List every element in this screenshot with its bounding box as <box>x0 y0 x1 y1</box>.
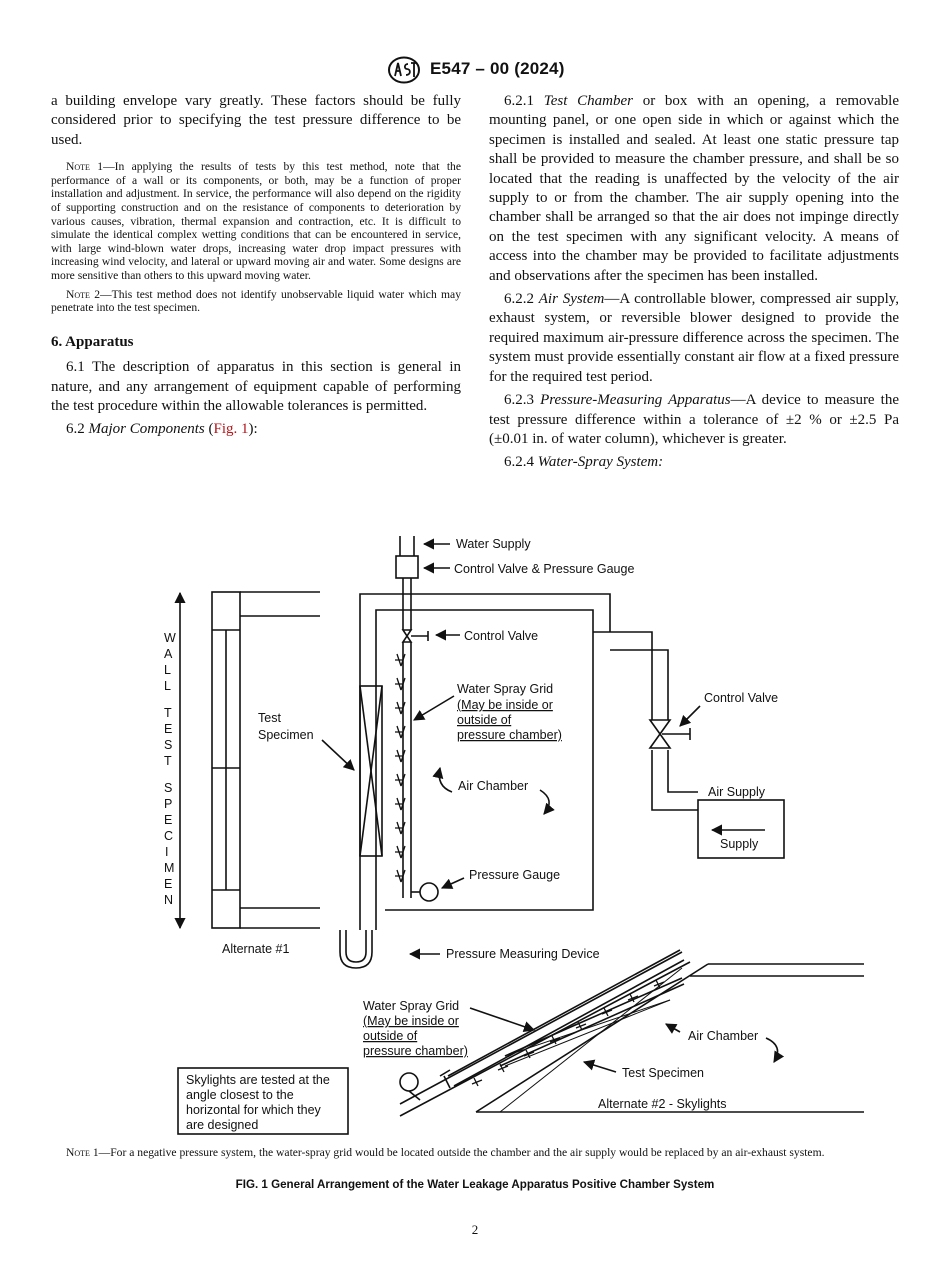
svg-text:S: S <box>164 781 172 795</box>
svg-text:T: T <box>164 706 172 720</box>
label-spray-grid-note-3: pressure chamber) <box>457 728 562 742</box>
skylight-note-line-1: Skylights are tested at the <box>186 1073 330 1087</box>
label-sky-spray-note-1: (May be inside or <box>363 1014 459 1028</box>
paragraph-6-2-2: 6.2.2 Air System—A controllable blower, … <box>489 291 900 385</box>
svg-text:I: I <box>165 845 168 859</box>
note-1: Note 1—In applying the results of tests … <box>51 160 462 282</box>
paragraph-6-1: 6.1 The description of apparatus in this… <box>51 359 461 414</box>
figure-link[interactable]: Fig. 1 <box>213 421 249 438</box>
label-spray-grid: Water Spray Grid <box>457 682 553 696</box>
astm-logo-icon <box>388 56 420 84</box>
label-spray-grid-note-1: (May be inside or <box>457 698 553 712</box>
section-heading: 6. Apparatus <box>51 333 134 350</box>
svg-text:W: W <box>164 631 176 645</box>
svg-text:L: L <box>164 679 171 693</box>
right-column: 6.2.1 Test Chamber or box with an openin… <box>489 92 899 477</box>
figure-1: Water Supply Control Valve & Pressure Ga… <box>150 525 870 1145</box>
figure-caption: FIG. 1 General Arrangement of the Water … <box>235 1178 715 1191</box>
note-2: Note 2—This test method does not identif… <box>51 287 461 315</box>
page-number: 2 <box>471 1222 479 1237</box>
skylight-note-line-3: horizontal for which they <box>186 1103 322 1117</box>
svg-text:L: L <box>164 663 171 677</box>
label-water-supply: Water Supply <box>456 537 531 551</box>
svg-text:A: A <box>164 647 173 661</box>
skylight-note-line-4: are designed <box>186 1118 258 1132</box>
svg-text:P: P <box>164 797 172 811</box>
label-control-valve-top: Control Valve <box>464 629 538 643</box>
skylight-note-line-2: angle closest to the <box>186 1088 294 1102</box>
svg-text:E: E <box>164 813 172 827</box>
left-column: a building envelope vary greatly. These … <box>51 92 461 444</box>
label-supply: Supply <box>720 837 759 851</box>
svg-text:C: C <box>164 829 173 843</box>
paragraph-6-2-1: 6.2.1 Test Chamber or box with an openin… <box>489 93 899 284</box>
paragraph-6-2-3: 6.2.3 Pressure-Measuring Apparatus—A dev… <box>489 392 899 447</box>
paragraph-6-2-4: 6.2.4 Water-Spray System: <box>504 454 664 471</box>
label-air-supply: Air Supply <box>708 785 766 799</box>
svg-text:E: E <box>164 722 172 736</box>
paragraph-6-2: 6.2 Major Components (Fig. 1): <box>66 421 258 438</box>
label-control-valve-gauge: Control Valve & Pressure Gauge <box>454 562 634 576</box>
page-header: E547 – 00 (2024) <box>0 56 950 84</box>
svg-text:T: T <box>164 754 172 768</box>
label-pressure-gauge: Pressure Gauge <box>469 868 560 882</box>
svg-text:E: E <box>164 877 172 891</box>
document-id: E547 – 00 (2024) <box>430 59 565 78</box>
label-alternate-2: Alternate #2 - Skylights <box>598 1097 727 1111</box>
apparatus-diagram: Water Supply Control Valve & Pressure Ga… <box>164 536 864 1135</box>
label-specimen: Specimen <box>258 728 314 742</box>
label-sky-test-specimen: Test Specimen <box>622 1066 704 1080</box>
label-air-chamber: Air Chamber <box>458 779 528 793</box>
label-pressure-measuring-device: Pressure Measuring Device <box>446 947 600 961</box>
label-control-valve-right: Control Valve <box>704 691 778 705</box>
intro-paragraph: a building envelope vary greatly. These … <box>51 93 461 148</box>
svg-text:S: S <box>164 738 172 752</box>
label-sky-air-chamber: Air Chamber <box>688 1029 758 1043</box>
svg-text:N: N <box>164 893 173 907</box>
label-sky-spray-grid: Water Spray Grid <box>363 999 459 1013</box>
svg-text:M: M <box>164 861 174 875</box>
label-alternate-1: Alternate #1 <box>222 942 289 956</box>
label-sky-spray-note-2: outside of <box>363 1029 418 1043</box>
label-spray-grid-note-2: outside of <box>457 713 512 727</box>
label-test: Test <box>258 711 281 725</box>
wall-test-specimen-label: W A L L T E S T S P E C I M E N <box>164 631 176 907</box>
figure-note: Note 1—For a negative pressure system, t… <box>66 1146 825 1159</box>
label-sky-spray-note-3: pressure chamber) <box>363 1044 468 1058</box>
